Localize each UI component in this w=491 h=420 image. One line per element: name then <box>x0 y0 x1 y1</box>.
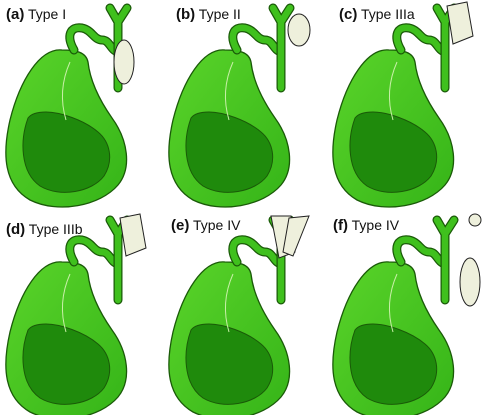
gallbladder-lumen <box>22 323 111 405</box>
intrahepatic-cyst <box>468 213 482 227</box>
gallbladder-ridge <box>62 273 71 333</box>
panel-f <box>332 213 482 420</box>
gallbladder-ridge <box>225 61 234 121</box>
choledochocele <box>119 213 147 257</box>
panel-d <box>5 213 147 420</box>
choledochocele <box>446 1 474 45</box>
panel-label-e: (e) Type IV <box>171 217 241 234</box>
gallbladder-ridge <box>389 273 398 333</box>
cyst <box>459 257 481 307</box>
panel-e <box>168 215 310 420</box>
gallbladder-lumen <box>349 323 438 405</box>
diverticulum <box>287 13 311 47</box>
gallbladder-lumen <box>185 111 274 193</box>
gallbladder-lumen <box>22 111 111 193</box>
choledochocele-second <box>282 215 310 257</box>
gallbladder-ridge <box>389 61 398 121</box>
cyst <box>113 39 135 85</box>
panel-b <box>168 3 311 208</box>
panel-label-d: (d) Type IIIb <box>6 221 83 238</box>
panel-a <box>5 3 135 208</box>
gallbladder-lumen <box>349 111 438 193</box>
panel-label-f: (f) Type IV <box>333 217 400 234</box>
panel-label-b: (b) Type II <box>176 6 241 23</box>
panel-c <box>332 1 474 208</box>
panel-label-c: (c) Type IIIa <box>339 6 415 23</box>
gallbladder-lumen <box>185 323 274 405</box>
panel-label-a: (a) Type I <box>6 6 67 23</box>
gallbladder-ridge <box>62 61 71 121</box>
gallbladder-ridge <box>225 273 234 333</box>
